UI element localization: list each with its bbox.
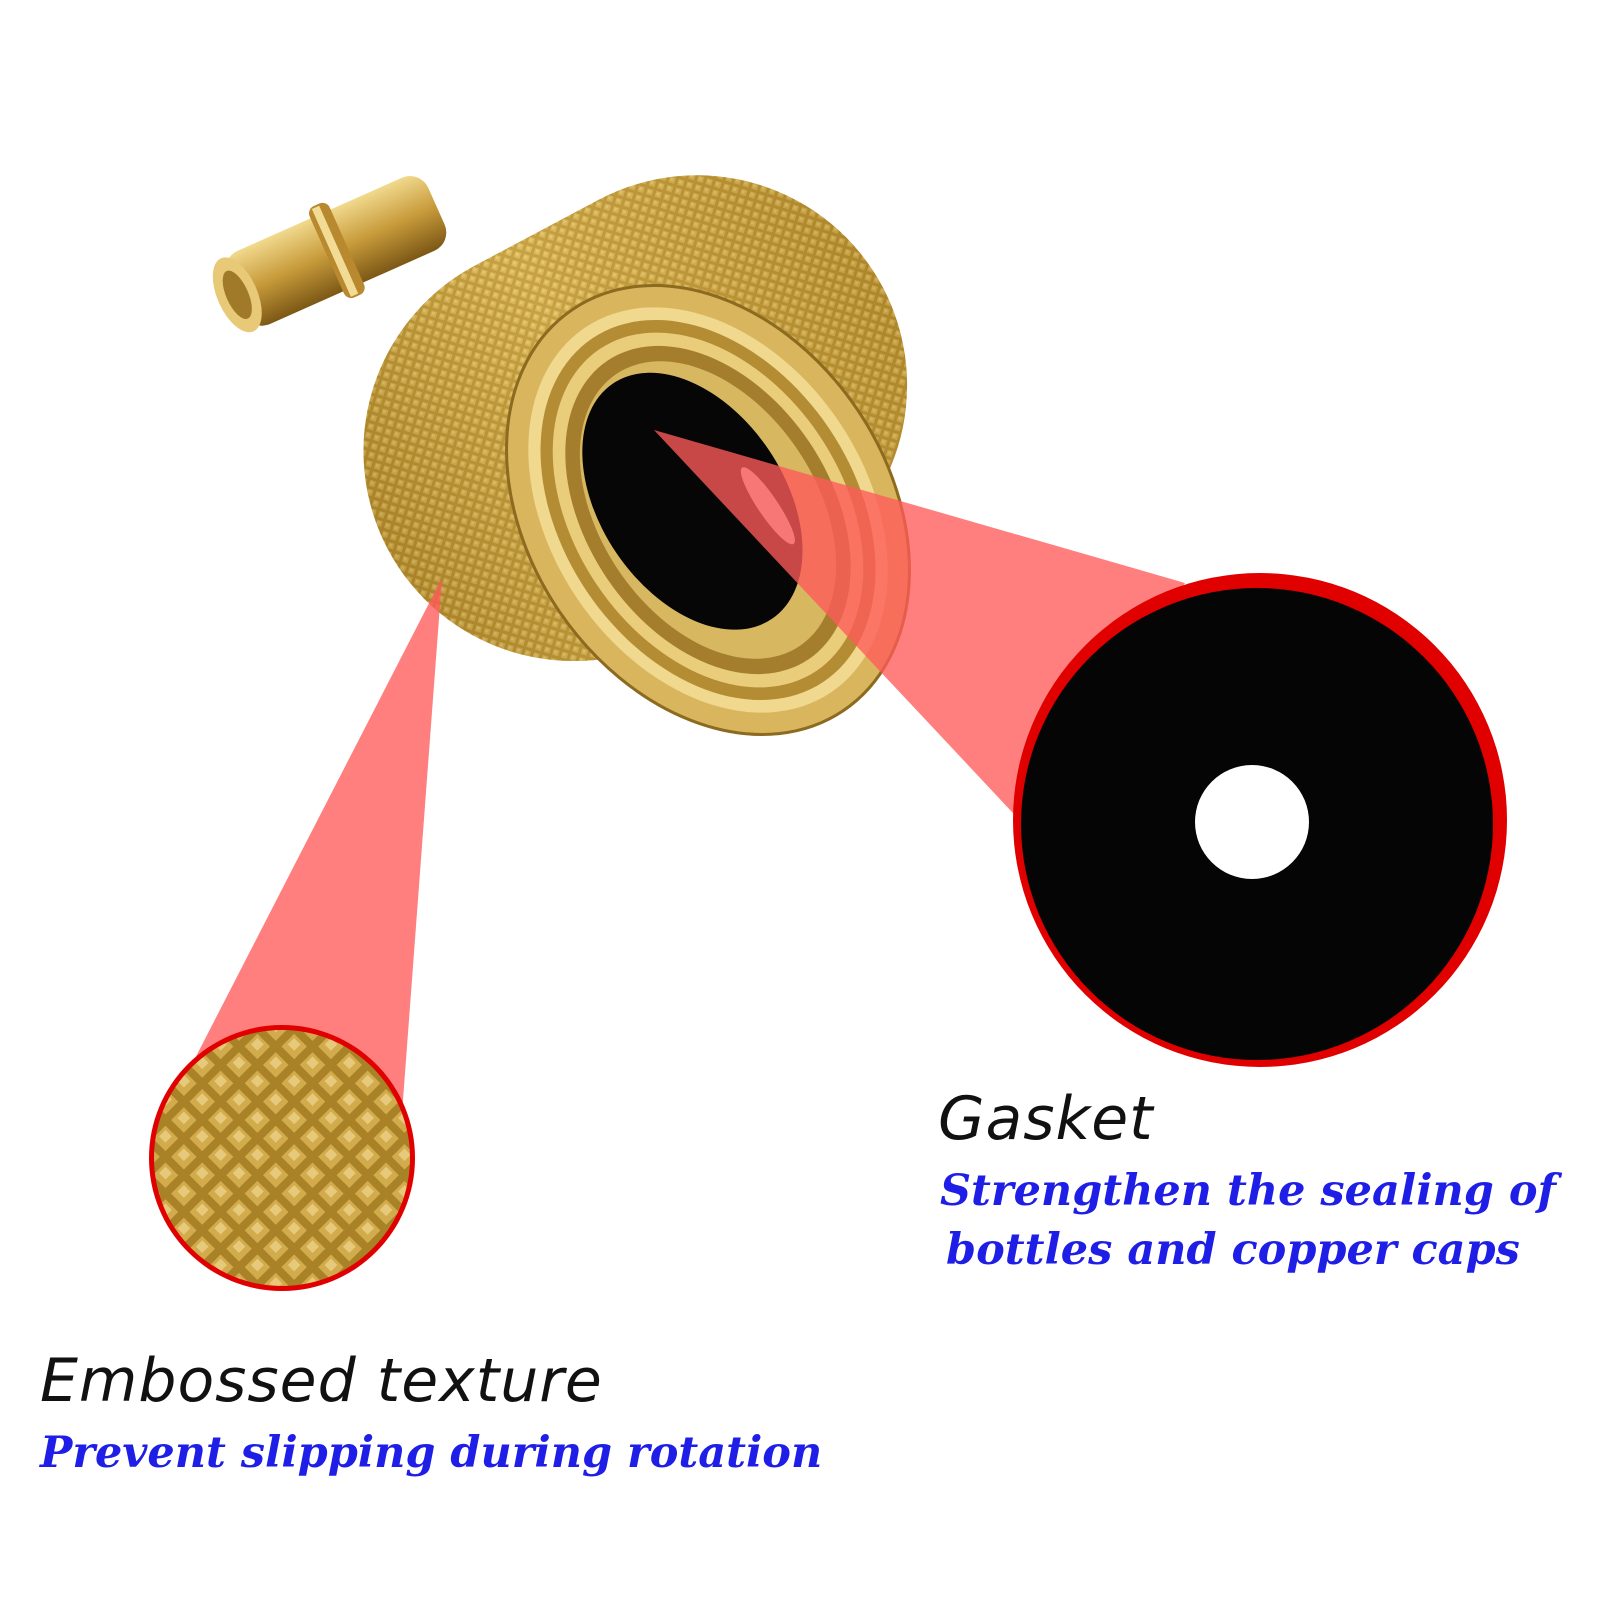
texture-title: Embossed texture — [40, 1346, 603, 1416]
texture-callout-beam — [150, 578, 442, 1146]
texture-zoom — [149, 1025, 415, 1291]
gasket-hole — [1195, 765, 1309, 879]
gasket-zoom — [1013, 573, 1507, 1067]
gasket-title: Gasket — [938, 1084, 1154, 1154]
gasket-description-line-1: Strengthen the sealing of — [940, 1166, 1557, 1216]
gasket-description-line-2: bottles and copper caps — [946, 1225, 1520, 1275]
texture-description: Prevent slipping during rotation — [40, 1428, 823, 1478]
brass-nozzle — [212, 175, 447, 333]
inner-gasket — [582, 372, 803, 630]
